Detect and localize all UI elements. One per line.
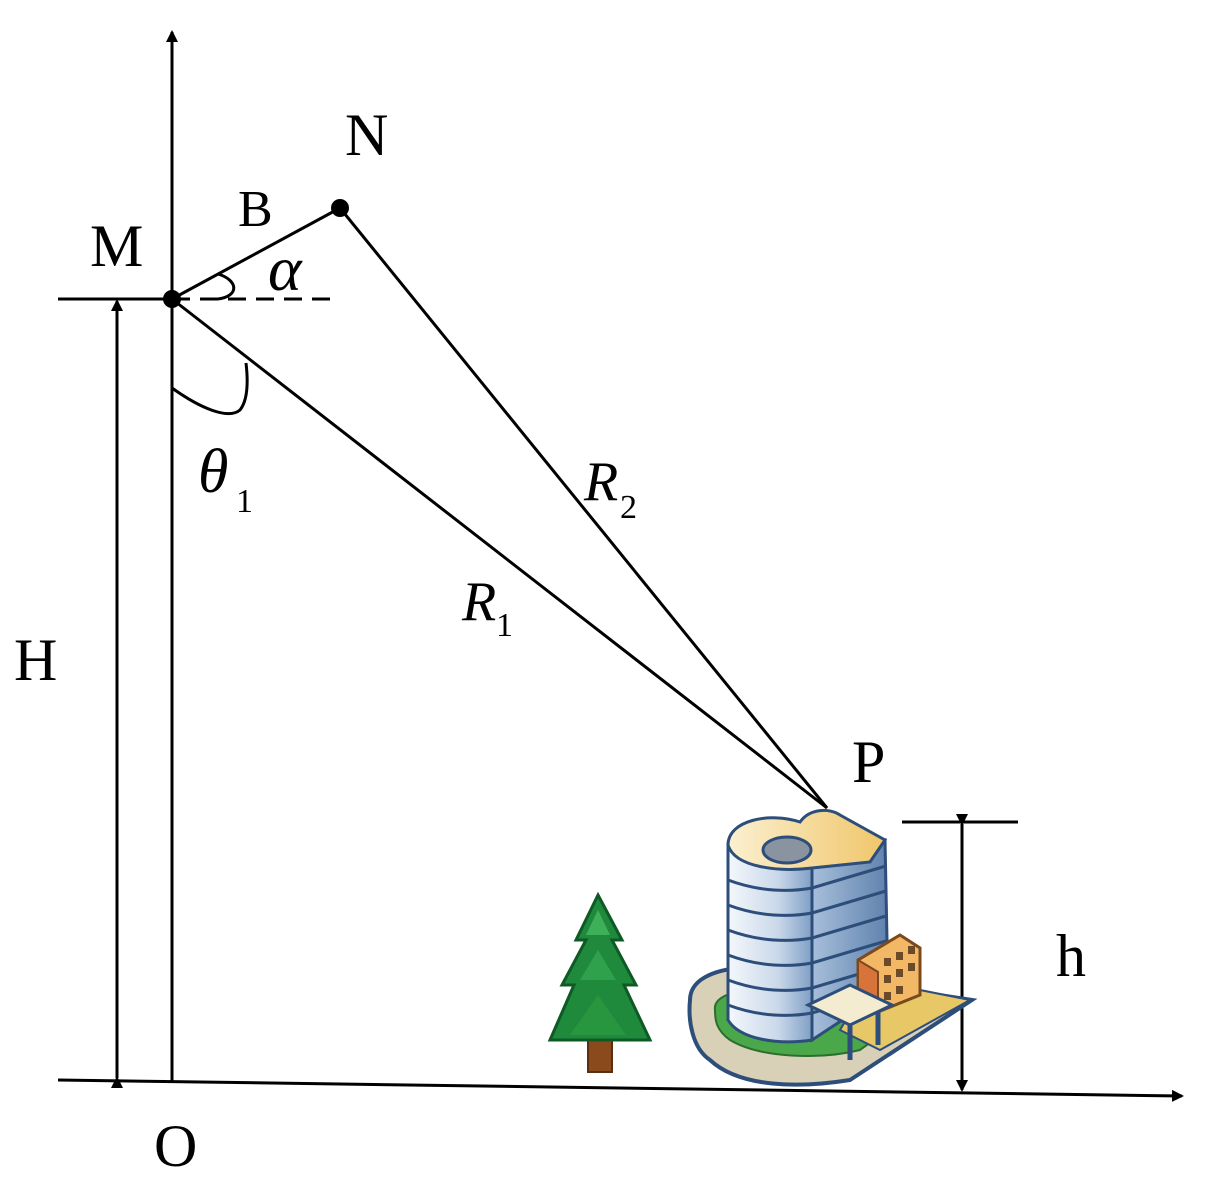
label-R1: R [461, 571, 496, 633]
label-theta-subscript: 1 [236, 483, 253, 520]
point-M [163, 290, 181, 308]
label-theta: θ [198, 438, 228, 506]
point-N [331, 199, 349, 217]
label-B: B [238, 181, 273, 238]
theta-angle-arc [171, 362, 249, 416]
label-P: P [852, 729, 885, 795]
horizontal-axis [57, 1078, 1184, 1102]
label-O: O [154, 1113, 197, 1179]
alpha-angle-arc [217, 272, 236, 301]
tree-icon [547, 891, 653, 1073]
label-h: h [1056, 923, 1086, 989]
range-R2 [338, 207, 829, 809]
label-alpha: α [268, 233, 303, 304]
label-N: N [345, 102, 388, 168]
label-M: M [90, 213, 143, 279]
range-R1 [171, 297, 828, 810]
label-R2: R [583, 451, 618, 513]
label-R2-subscript: 2 [620, 489, 637, 526]
label-R1-subscript: 1 [496, 607, 513, 644]
baseline-MN [171, 206, 341, 301]
building-icon [687, 808, 978, 1087]
label-H: H [14, 627, 57, 693]
